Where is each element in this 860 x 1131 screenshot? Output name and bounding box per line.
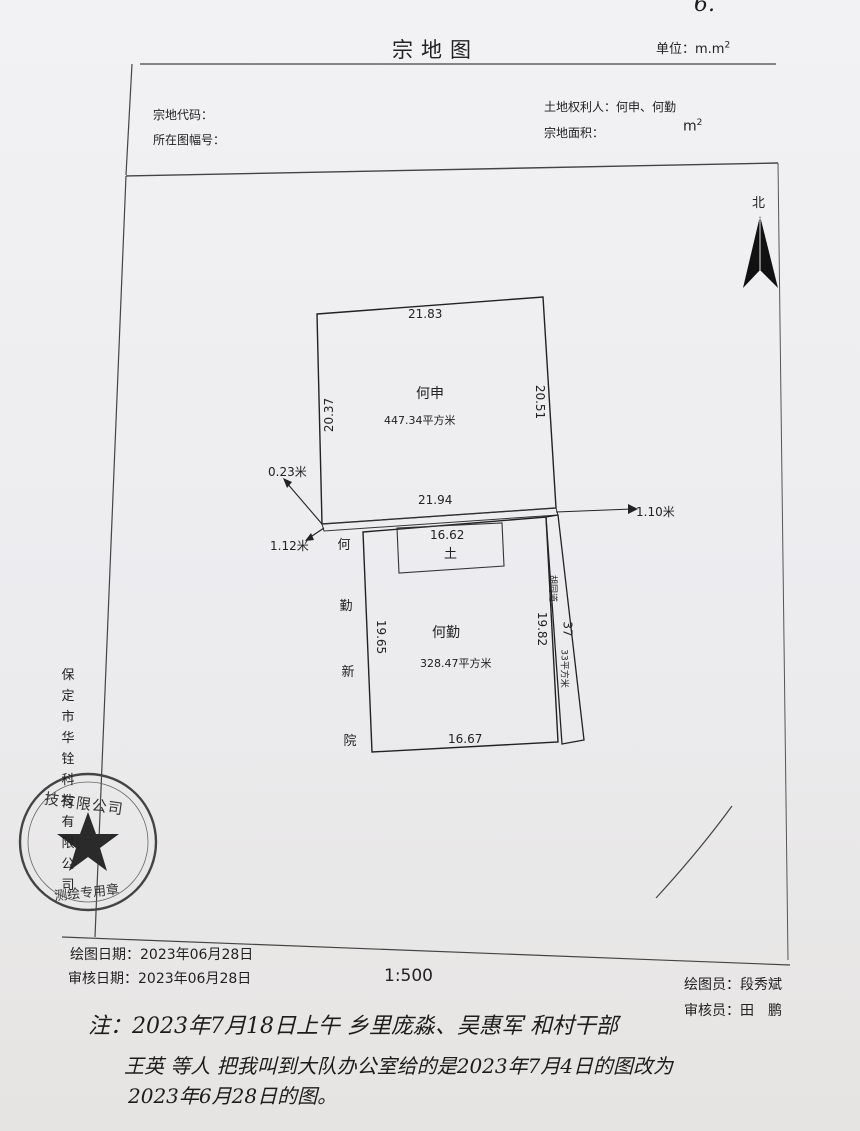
parcel-north-top-length: 21.83 bbox=[408, 307, 443, 321]
alley-area: 33平方米 bbox=[558, 649, 569, 688]
offset-lower-left: 1.12米 bbox=[270, 539, 309, 553]
alley-length: 37 bbox=[560, 621, 575, 637]
inner-plot-outline bbox=[396, 522, 505, 574]
company-vertical-7: 技 bbox=[61, 794, 75, 809]
frame-bottom-rule bbox=[61, 936, 791, 966]
alley-label: 胡同道 bbox=[547, 574, 558, 603]
header-left-rule bbox=[125, 63, 133, 176]
street-name-1: 何 bbox=[337, 538, 351, 553]
parcel-north-name: 何申 bbox=[416, 386, 444, 402]
parcel-code-label: 宗地代码： bbox=[153, 108, 214, 122]
review-date: 审核日期：2023年06月28日 bbox=[68, 971, 252, 987]
company-vertical-6: 科 bbox=[61, 773, 75, 788]
handwritten-note-line-3: 2023年6月28日的图。 bbox=[128, 1084, 338, 1108]
offset-upper-left: 0.23米 bbox=[268, 465, 307, 479]
unit-label: 单位：m.m2 bbox=[656, 38, 730, 57]
unit-text: 单位：m.m bbox=[656, 42, 725, 57]
frame-left-rule bbox=[94, 175, 127, 938]
area-unit: m2 bbox=[683, 118, 702, 135]
parcel-south-left-length: 19.65 bbox=[374, 619, 389, 655]
parcel-north-left-length: 20.37 bbox=[322, 397, 337, 433]
company-vertical-4: 华 bbox=[61, 731, 75, 746]
street-name-4: 院 bbox=[343, 734, 357, 749]
parcel-north-area: 447.34平方米 bbox=[384, 414, 456, 427]
parcel-north-bottom-length: 21.94 bbox=[418, 493, 453, 507]
parcel-north-outline bbox=[316, 296, 557, 525]
parcel-south-area: 328.47平方米 bbox=[420, 657, 492, 670]
page-number: 6. bbox=[694, 0, 715, 17]
parcel-south-name: 何勤 bbox=[432, 625, 460, 641]
inner-plot-label: 土 bbox=[444, 547, 458, 562]
pen-mark bbox=[655, 805, 733, 899]
parcel-south-top-length: 16.62 bbox=[430, 528, 465, 542]
offset-arrow-right bbox=[555, 508, 633, 513]
frame-right-rule bbox=[777, 162, 789, 961]
star-icon bbox=[57, 812, 119, 871]
company-vertical-10: 公 bbox=[61, 857, 75, 872]
company-stamp bbox=[18, 772, 158, 912]
owner-label: 土地权利人：何申、何勤 bbox=[544, 100, 677, 114]
area-unit-superscript: 2 bbox=[696, 118, 703, 128]
handwritten-note-line-2: 王英 等人 把我叫到大队办公室给的是2023年7月4日的图改为 bbox=[124, 1054, 674, 1078]
offset-arrow-upper-left bbox=[285, 481, 323, 525]
alley-strip-outline bbox=[545, 514, 585, 745]
parcel-south-bottom-length: 16.67 bbox=[448, 732, 483, 746]
parcel-north-right-length: 20.51 bbox=[533, 384, 548, 420]
page-title: 宗地图 bbox=[392, 38, 479, 62]
company-vertical-11: 司 bbox=[61, 878, 75, 893]
parcel-south-right-length: 19.82 bbox=[535, 611, 550, 647]
handwritten-note-line-1: 注：2023年7月18日上午 乡里庞淼、吴惠军 和村干部 bbox=[88, 1014, 618, 1039]
company-vertical-1: 保 bbox=[61, 668, 75, 683]
north-label: 北 bbox=[752, 196, 766, 211]
company-vertical-8: 有 bbox=[61, 815, 75, 830]
street-name-3: 新 bbox=[341, 665, 355, 680]
reviewer-label: 审核员：田 鹏 bbox=[684, 1003, 782, 1019]
area-unit-text: m bbox=[683, 118, 697, 135]
sheet-number-label: 所在图幅号： bbox=[153, 133, 226, 147]
company-vertical-3: 市 bbox=[61, 710, 75, 725]
company-vertical-9: 限 bbox=[61, 836, 75, 851]
map-scale: 1:500 bbox=[384, 966, 433, 986]
offset-right: 1.10米 bbox=[636, 505, 675, 519]
unit-superscript: 2 bbox=[724, 40, 731, 51]
draw-date: 绘图日期：2023年06月28日 bbox=[70, 947, 254, 963]
company-vertical-2: 定 bbox=[61, 689, 75, 704]
company-vertical-5: 铨 bbox=[61, 752, 75, 767]
parcel-south-outline bbox=[362, 516, 559, 753]
drafter-label: 绘图员：段秀斌 bbox=[684, 977, 782, 993]
street-name-2: 勤 bbox=[339, 599, 353, 614]
header-bottom-rule bbox=[125, 162, 779, 177]
area-label: 宗地面积： bbox=[544, 126, 605, 140]
